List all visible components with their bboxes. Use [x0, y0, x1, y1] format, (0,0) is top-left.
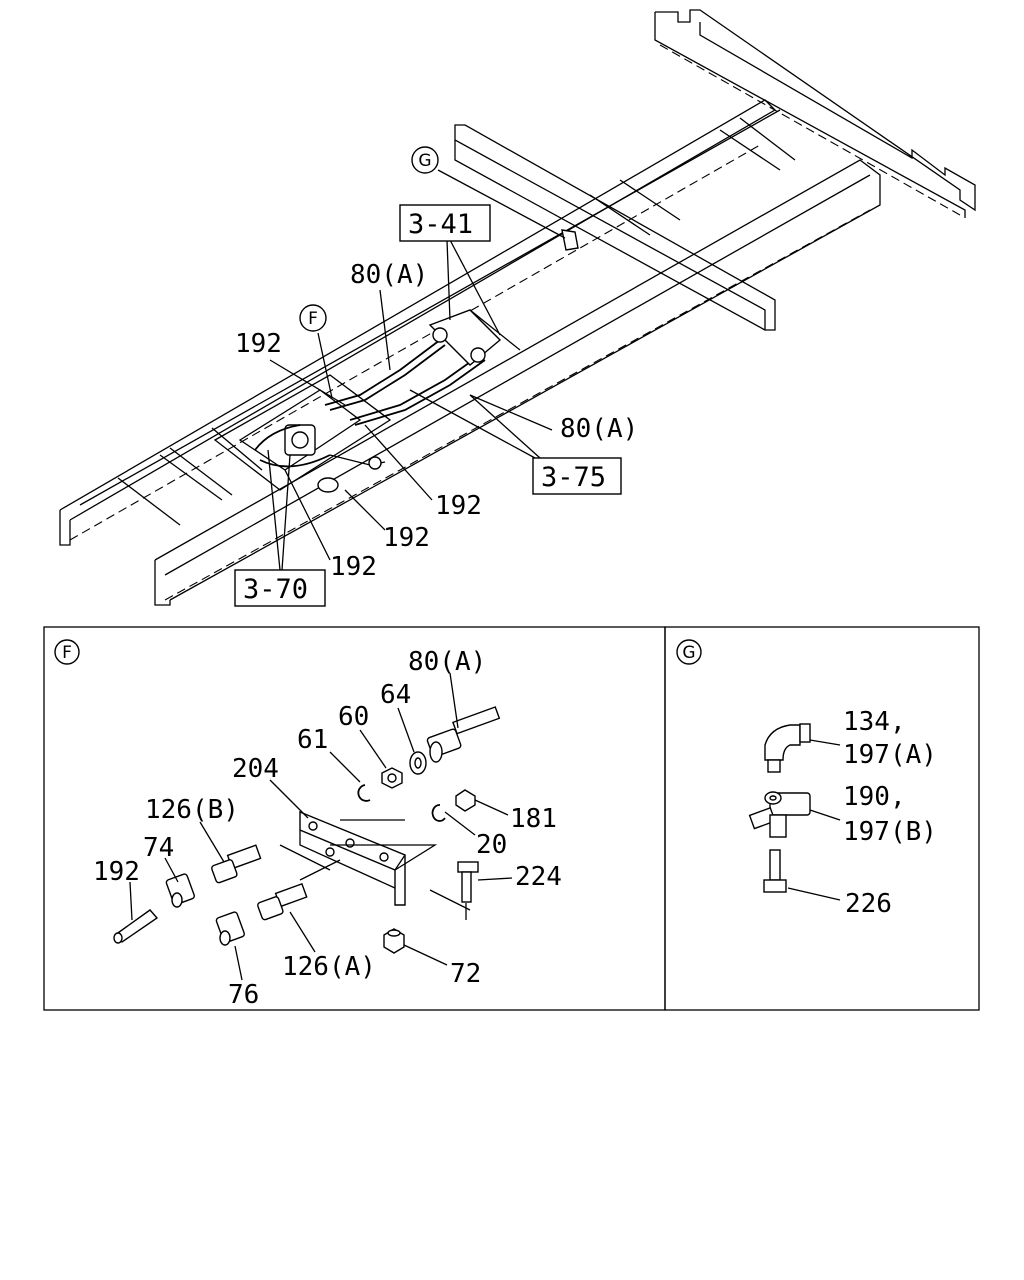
ref-3-70-label: 3-70: [243, 574, 308, 605]
label-181: 181: [510, 804, 557, 834]
label-80a-top: 80(A): [350, 260, 428, 290]
label-197a: 197(A): [843, 740, 937, 770]
label-192-a: 192: [235, 329, 282, 359]
label-64: 64: [380, 680, 411, 710]
label-192-d: 192: [330, 552, 377, 582]
ref-box-3-70: [234, 569, 326, 607]
label-192: 192: [93, 857, 140, 887]
label-60: 60: [338, 702, 369, 732]
label-76: 76: [228, 980, 259, 1010]
detail-f-parts: [113, 706, 501, 954]
chassis-frame-drawing: [59, 9, 976, 606]
label-20: 20: [476, 830, 507, 860]
ref-box-3-75: [532, 457, 622, 495]
label-197b: 197(B): [843, 817, 937, 847]
label-80a: 80(A): [408, 647, 486, 677]
detail-g-panel-marker: [676, 639, 702, 665]
label-204: 204: [232, 754, 279, 784]
detail-f-marker: [299, 304, 327, 332]
detail-f-leaders: [129, 672, 513, 981]
detail-g-marker: [411, 146, 439, 174]
label-226: 226: [845, 889, 892, 919]
label-74: 74: [143, 833, 174, 863]
label-190: 190,: [843, 782, 906, 812]
label-61: 61: [297, 725, 328, 755]
detail-g-parts: [748, 723, 811, 893]
label-80a-right: 80(A): [560, 414, 638, 444]
label-134: 134,: [843, 707, 906, 737]
detail-g-marker-label: G: [418, 151, 431, 171]
main-leader-lines: [267, 169, 566, 571]
detail-f-panel-marker: [54, 639, 80, 665]
label-224: 224: [515, 862, 562, 892]
detail-g-panel: [664, 626, 980, 1011]
ref-box-3-41: [399, 204, 491, 242]
label-72: 72: [450, 959, 481, 989]
detail-f-panel-marker-label: F: [62, 643, 72, 663]
ref-3-41-label: 3-41: [408, 209, 473, 240]
detail-g-leaders: [787, 739, 841, 901]
ref-3-75-label: 3-75: [541, 462, 606, 493]
label-192-c: 192: [383, 523, 430, 553]
detail-f-marker-label: F: [308, 309, 318, 329]
label-126b: 126(B): [145, 795, 239, 825]
label-192-b: 192: [435, 491, 482, 521]
label-126a: 126(A): [282, 952, 376, 982]
detail-g-panel-marker-label: G: [682, 643, 695, 663]
